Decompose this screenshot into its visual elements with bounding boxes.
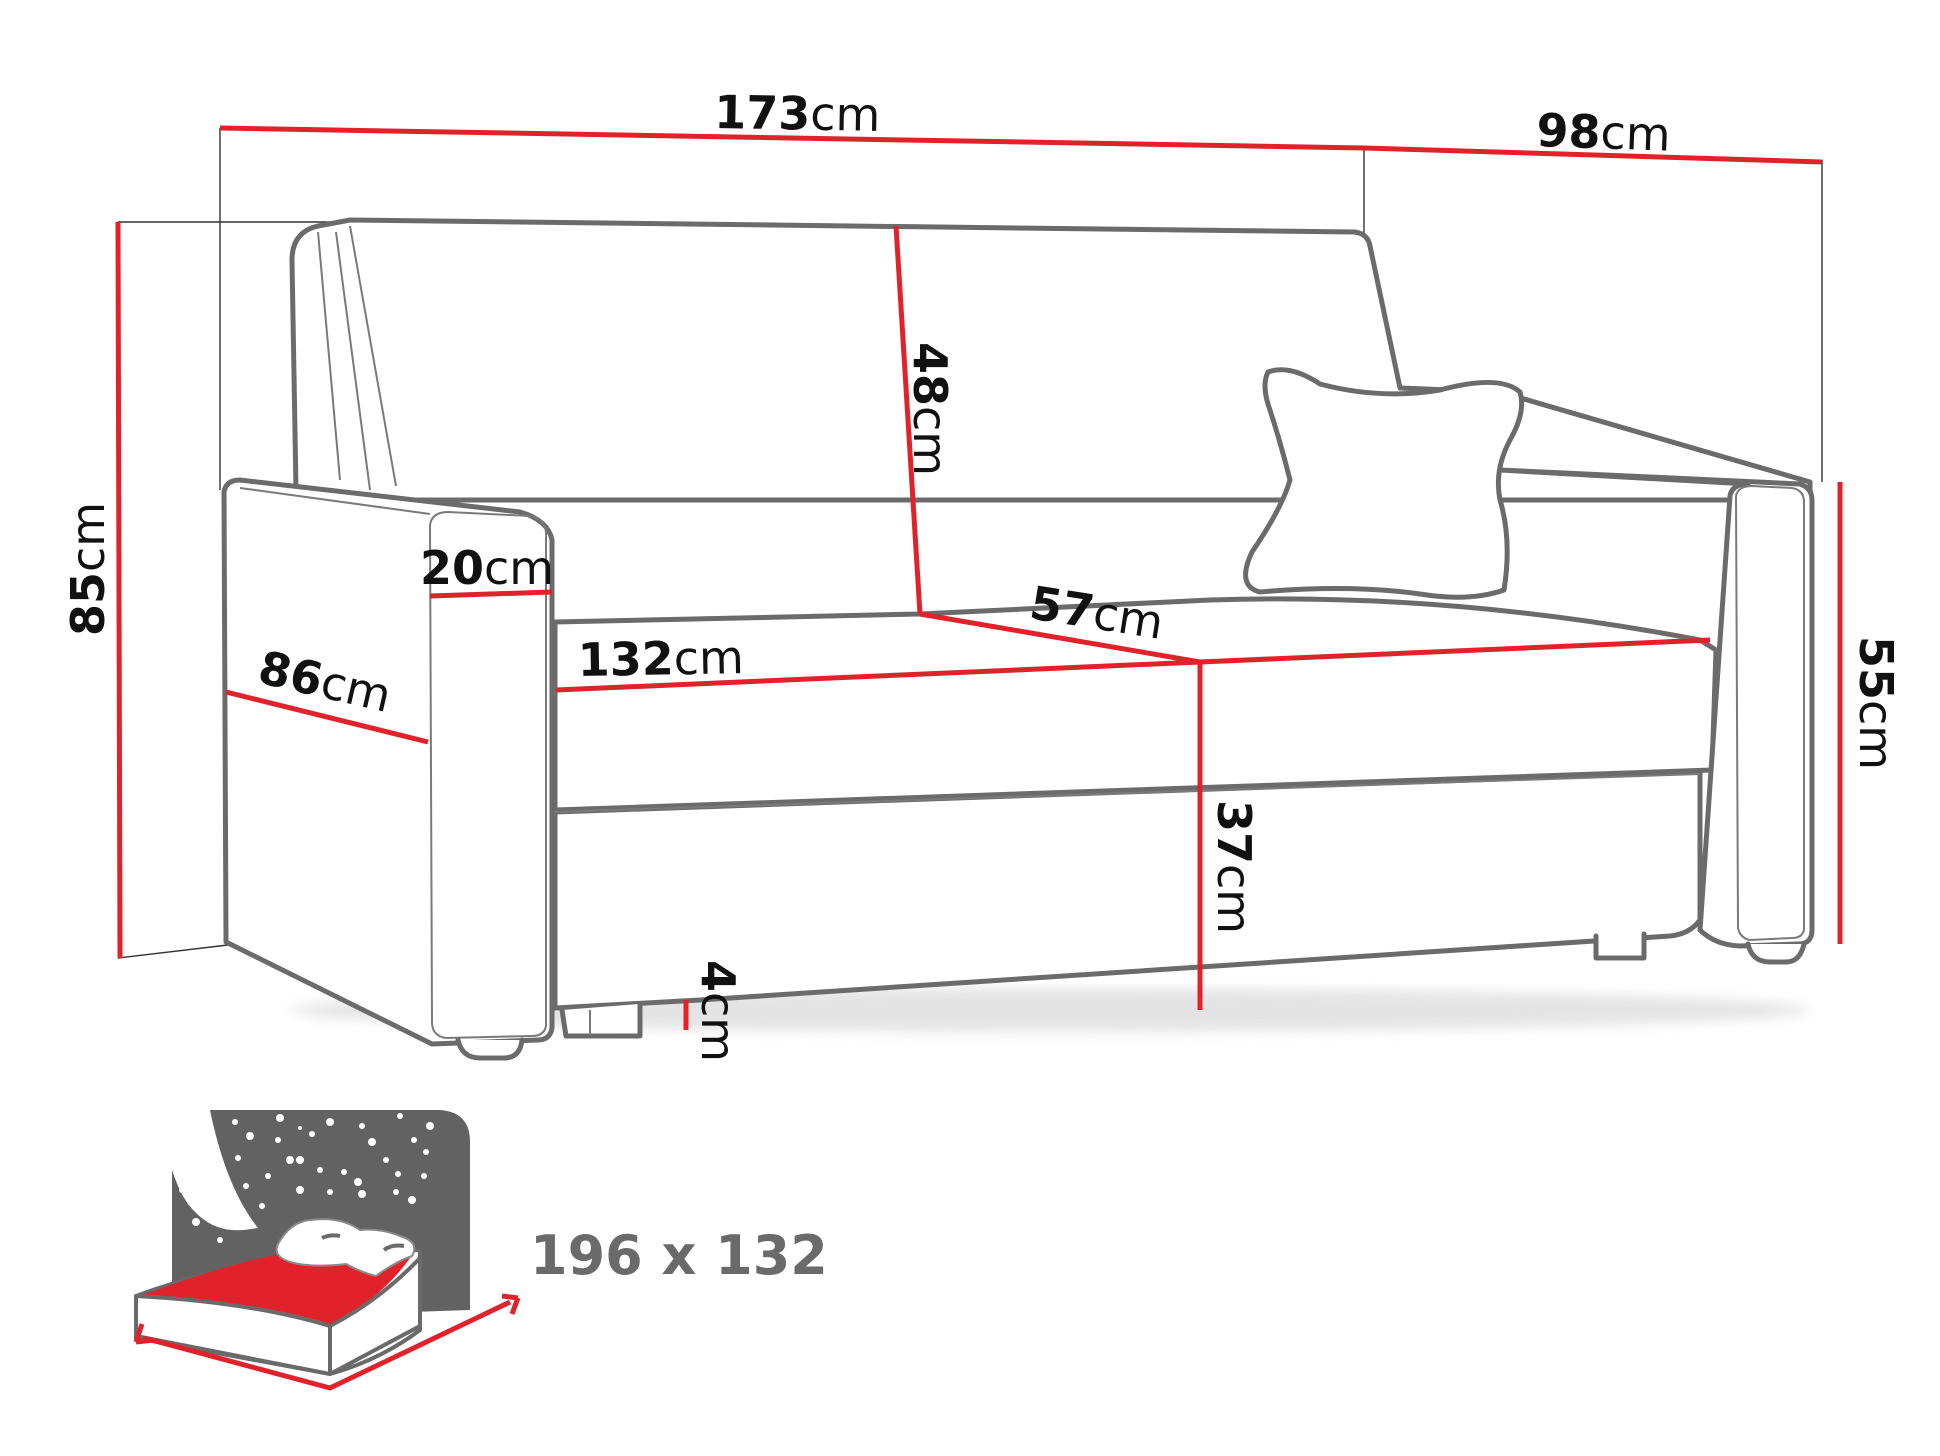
- dim-line-173: [219, 125, 1365, 151]
- label-total-width: 173cm: [714, 85, 881, 142]
- sleeping-area-label: 196 x 132: [530, 1224, 828, 1287]
- dimension-lines: [115, 125, 1843, 1030]
- label-leg-height: 4cm: [691, 960, 745, 1062]
- label-armrest-width: 20cm: [420, 541, 554, 595]
- throw-pillow: [1243, 367, 1525, 600]
- dim-line-57: [919, 611, 1201, 665]
- dim-line-48: [893, 225, 923, 615]
- label-total-height: 85cm: [61, 502, 115, 636]
- dim-line-85: [115, 221, 123, 959]
- dim-line-98: [1363, 145, 1823, 165]
- label-seat-depth: 57cm: [1026, 576, 1167, 650]
- stars-icon: [179, 1113, 434, 1243]
- dimension-labels: 173cm 98cm 85cm 48cm 20cm 86cm 132cm 57c…: [61, 85, 1903, 1062]
- dim-line-86: [225, 689, 429, 745]
- label-seat-width: 132cm: [577, 630, 744, 687]
- sofa-illustration: [221, 217, 1815, 1061]
- label-total-depth: 98cm: [1536, 103, 1672, 162]
- label-backrest-height: 48cm: [903, 342, 957, 476]
- backrest: [289, 217, 1813, 503]
- label-armrest-height: 55cm: [1849, 636, 1903, 770]
- extension-lines: [117, 128, 1823, 959]
- dim-line-132: [555, 659, 1201, 693]
- label-seat-height: 37cm: [1207, 800, 1261, 934]
- bed-night-icon: [133, 1110, 521, 1391]
- left-armrest: [221, 477, 555, 1047]
- dim-line-132b: [1199, 637, 1711, 665]
- dim-line-20: [429, 589, 553, 599]
